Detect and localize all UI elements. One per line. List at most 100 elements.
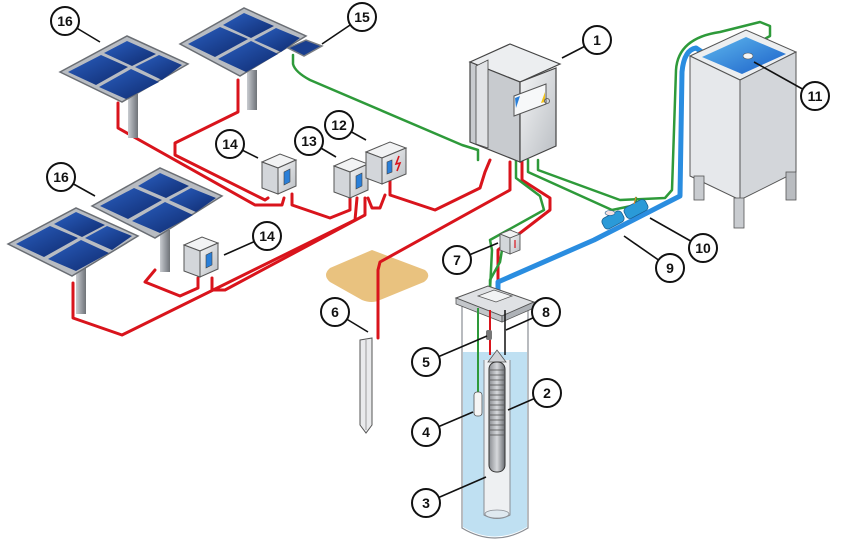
- panel-cell: [188, 27, 248, 57]
- callout-pressure-sensor: 10: [649, 217, 718, 263]
- callout-solar-array: 16: [46, 162, 96, 197]
- panel-cell: [169, 188, 216, 212]
- callout-number: 7: [453, 252, 461, 268]
- callout-junction-box: 7: [442, 242, 499, 275]
- panel-cell: [254, 28, 300, 52]
- solar-array-top-left: [58, 35, 190, 138]
- panel-cell: [132, 202, 193, 233]
- combiner-box-lower: [182, 236, 220, 278]
- panel-cell: [223, 13, 274, 38]
- water-tank: [688, 29, 798, 229]
- solar-array-top-right: [178, 7, 324, 110]
- power-cable-array-top-left: [116, 101, 286, 207]
- panel-cell: [104, 41, 156, 66]
- panel-cell: [135, 55, 182, 80]
- tank-leg: [785, 171, 797, 201]
- well-probe: [473, 391, 483, 417]
- callout-pv-disconnect: 13: [294, 126, 337, 158]
- callout-number: 12: [331, 117, 347, 133]
- signal-cable-irradiance: [291, 53, 480, 162]
- callout-number: 8: [542, 304, 550, 320]
- water-pipe-main: [495, 45, 705, 295]
- callout-submersible-pump: 2: [507, 378, 562, 411]
- cable-splice: [486, 330, 492, 340]
- callout-controller: 1: [561, 25, 612, 59]
- signal-cables: [291, 20, 772, 302]
- well: [454, 285, 536, 539]
- controller: [468, 43, 562, 163]
- callout-bubble: [655, 253, 685, 283]
- pump-ribs: [490, 369, 504, 436]
- callout-bubble: [324, 110, 354, 140]
- callout-number: 14: [259, 228, 275, 244]
- array-pole: [128, 94, 138, 138]
- callout-bubble: [411, 488, 441, 518]
- combiner-window: [205, 251, 213, 269]
- well-cap-block: [476, 289, 514, 303]
- ground-rod: [359, 337, 373, 434]
- power-cable-ground: [376, 160, 512, 340]
- irradiance-sensor: [286, 39, 324, 57]
- callout-number: 16: [53, 169, 69, 185]
- panel-cell: [138, 173, 189, 198]
- callout-number: 11: [808, 88, 823, 104]
- callout-bubble: [294, 126, 324, 156]
- callout-well-casing: 3: [411, 476, 487, 518]
- callout-flow-meter: 9: [623, 235, 685, 283]
- callout-bubble: [215, 129, 245, 159]
- callout-bubble: [411, 417, 441, 447]
- callout-number: 1: [593, 32, 601, 48]
- callout-number: 10: [695, 240, 711, 256]
- pv-disconnect-box: [332, 157, 370, 199]
- callout-bubble: [411, 347, 441, 377]
- callout-bubble: [532, 378, 562, 408]
- power-cable-array-top-right: [173, 78, 270, 202]
- callout-solar-array: 16: [50, 6, 101, 43]
- callout-float-switch: 11: [753, 61, 830, 111]
- junction-box: [498, 229, 522, 255]
- callout-bubble: [800, 81, 830, 111]
- panel-frame: [178, 7, 308, 77]
- tank-leg: [693, 175, 705, 201]
- callout-ground-rod: 6: [320, 297, 369, 333]
- lightning-bolt-icon: [394, 155, 402, 172]
- surge-window: [386, 159, 393, 175]
- callout-bubble: [582, 25, 612, 55]
- submersible-pump: [488, 361, 506, 473]
- power-cable-to-well: [496, 158, 552, 292]
- callout-well-probe: 4: [411, 411, 474, 447]
- panel-cell: [48, 240, 109, 271]
- callout-combiner-box: 14: [215, 129, 259, 159]
- display-accent-blue: [515, 96, 520, 108]
- solar-array-bottom-back: [90, 167, 224, 272]
- callout-number: 9: [666, 260, 674, 276]
- callout-number: 16: [57, 13, 73, 29]
- panel-frame: [6, 207, 140, 277]
- power-cable-combiner-lower: [210, 196, 367, 292]
- power-cable-lower-arrays: [71, 196, 359, 337]
- callout-bubble: [50, 6, 80, 36]
- callout-number: 15: [354, 9, 370, 25]
- power-cable-surge-to-controller: [388, 158, 492, 212]
- power-cable-lower-array-2: [143, 268, 200, 298]
- callout-bubble: [688, 233, 718, 263]
- controller-display: [513, 83, 547, 117]
- callout-bubble: [252, 221, 282, 251]
- pressure-sensor: [623, 196, 649, 219]
- callout-number: 2: [543, 385, 551, 401]
- panel-cell: [99, 69, 159, 99]
- display-accent-yellow: [541, 92, 545, 103]
- tank-leg: [733, 197, 745, 229]
- panel-cell: [68, 55, 128, 85]
- callout-bubble: [320, 297, 350, 327]
- array-pole: [247, 70, 257, 110]
- callout-safety-rope: 8: [505, 297, 561, 331]
- signal-cable-tank: [536, 20, 772, 202]
- float-switch: [742, 52, 754, 60]
- callout-cable-splice: 5: [411, 335, 488, 377]
- power-cable-disconnect-to-surge: [366, 193, 387, 210]
- callout-surge-protector: 12: [324, 110, 367, 141]
- callout-combiner-box: 14: [223, 221, 282, 256]
